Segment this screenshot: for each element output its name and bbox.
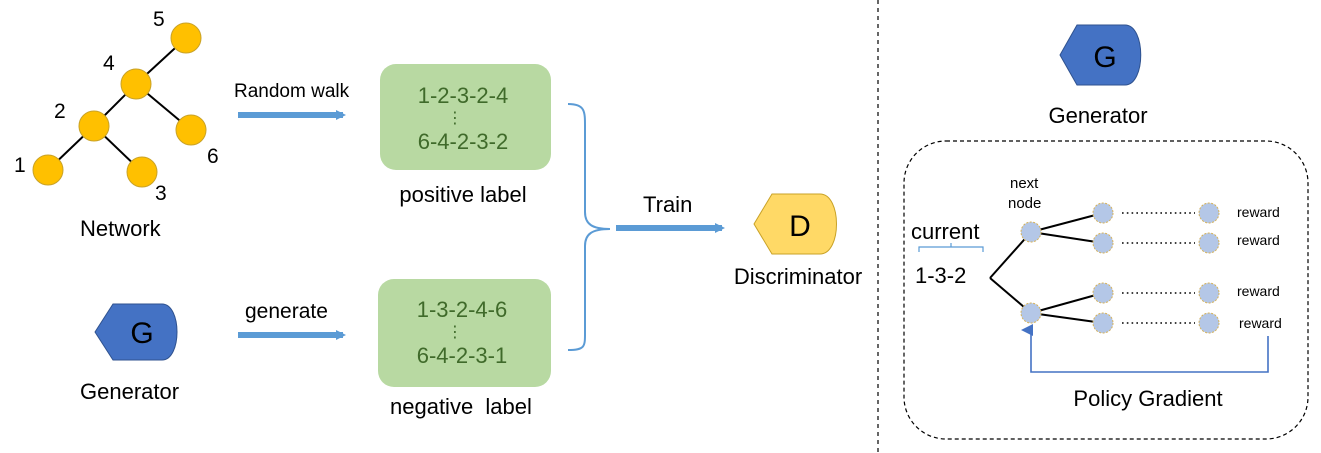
- end-node-4: [1198, 312, 1220, 334]
- current-sequence: 1-3-2: [915, 263, 966, 288]
- next-node-label-1: next: [1010, 175, 1039, 192]
- negative-sample-box: 1-3-2-4-6 ⋮ 6-4-2-3-1 negative label: [378, 279, 551, 419]
- policy-gradient-panel: next node current 1-3-2 reward reward re…: [903, 140, 1309, 440]
- edge-branch-2: [1030, 231, 1104, 244]
- generator-left: G Generator: [80, 303, 179, 404]
- positive-dots: ⋮: [447, 110, 463, 127]
- positive-sample-box: 1-2-3-2-4 ⋮ 6-4-2-3-2 positive label: [380, 64, 551, 207]
- reward-label-2: reward: [1237, 232, 1280, 248]
- node-label-3: 3: [155, 182, 167, 205]
- next-node-label-2: node: [1008, 195, 1041, 212]
- network-graph: 1 2 3 4 5 6 Network: [14, 8, 219, 241]
- negative-label: negative label: [390, 394, 532, 419]
- end-node-2: [1198, 232, 1220, 254]
- generator-right-letter: G: [1093, 41, 1116, 74]
- negative-seq-1: 1-3-2-4-6: [417, 297, 507, 322]
- branch-node-3: [1092, 282, 1114, 304]
- node-label-1: 1: [14, 154, 26, 177]
- node-label-4: 4: [103, 52, 115, 75]
- positive-seq-2: 6-4-2-3-2: [418, 129, 508, 154]
- next-node-top: [1020, 221, 1042, 243]
- next-node-bottom: [1020, 302, 1042, 324]
- node-label-6: 6: [207, 145, 219, 168]
- reward-label-3: reward: [1237, 283, 1280, 299]
- policy-gradient-arrow: [1021, 324, 1269, 373]
- discriminator: D Discriminator: [734, 193, 862, 289]
- generator-right-label: Generator: [1048, 103, 1147, 128]
- generator-left-shape: [94, 303, 178, 361]
- end-node-3: [1198, 282, 1220, 304]
- end-node-1: [1198, 202, 1220, 224]
- random-walk-label: Random walk: [234, 81, 350, 102]
- node-label-5: 5: [153, 8, 165, 31]
- graph-node-1: [32, 154, 64, 186]
- edge-branch-4: [1030, 312, 1104, 324]
- negative-seq-2: 6-4-2-3-1: [417, 343, 507, 368]
- graph-node-2: [78, 110, 110, 142]
- reward-label-4: reward: [1239, 315, 1282, 331]
- graph-node-6: [175, 114, 207, 146]
- positive-seq-1: 1-2-3-2-4: [418, 83, 508, 108]
- node-label-2: 2: [54, 100, 66, 123]
- train-label: Train: [643, 192, 692, 217]
- current-label: current: [911, 219, 979, 244]
- policy-gradient-label: Policy Gradient: [1073, 386, 1222, 411]
- combine-brace: [567, 103, 611, 351]
- generator-left-letter: G: [130, 317, 153, 350]
- discriminator-letter: D: [789, 210, 811, 243]
- graph-node-3: [126, 156, 158, 188]
- edge-branch-1: [1030, 212, 1104, 233]
- discriminator-label: Discriminator: [734, 264, 862, 289]
- reward-label-1: reward: [1237, 204, 1280, 220]
- network-label: Network: [80, 216, 162, 241]
- branch-node-2: [1092, 232, 1114, 254]
- negative-dots: ⋮: [447, 324, 463, 341]
- graph-node-4: [120, 68, 152, 100]
- edge-branch-3: [1030, 292, 1104, 314]
- policy-panel-border: [903, 140, 1309, 440]
- positive-label: positive label: [399, 182, 526, 207]
- positive-box-bg: [380, 64, 551, 170]
- generator-left-label: Generator: [80, 379, 179, 404]
- generate-label: generate: [245, 300, 328, 323]
- branch-node-4: [1092, 312, 1114, 334]
- generator-right-shape: [1059, 24, 1142, 86]
- graph-node-5: [170, 22, 202, 54]
- negative-box-bg: [378, 279, 551, 387]
- generator-right: G Generator: [1048, 24, 1148, 128]
- current-bracket: [918, 243, 984, 252]
- discriminator-shape: [753, 193, 837, 255]
- branch-node-1: [1092, 202, 1114, 224]
